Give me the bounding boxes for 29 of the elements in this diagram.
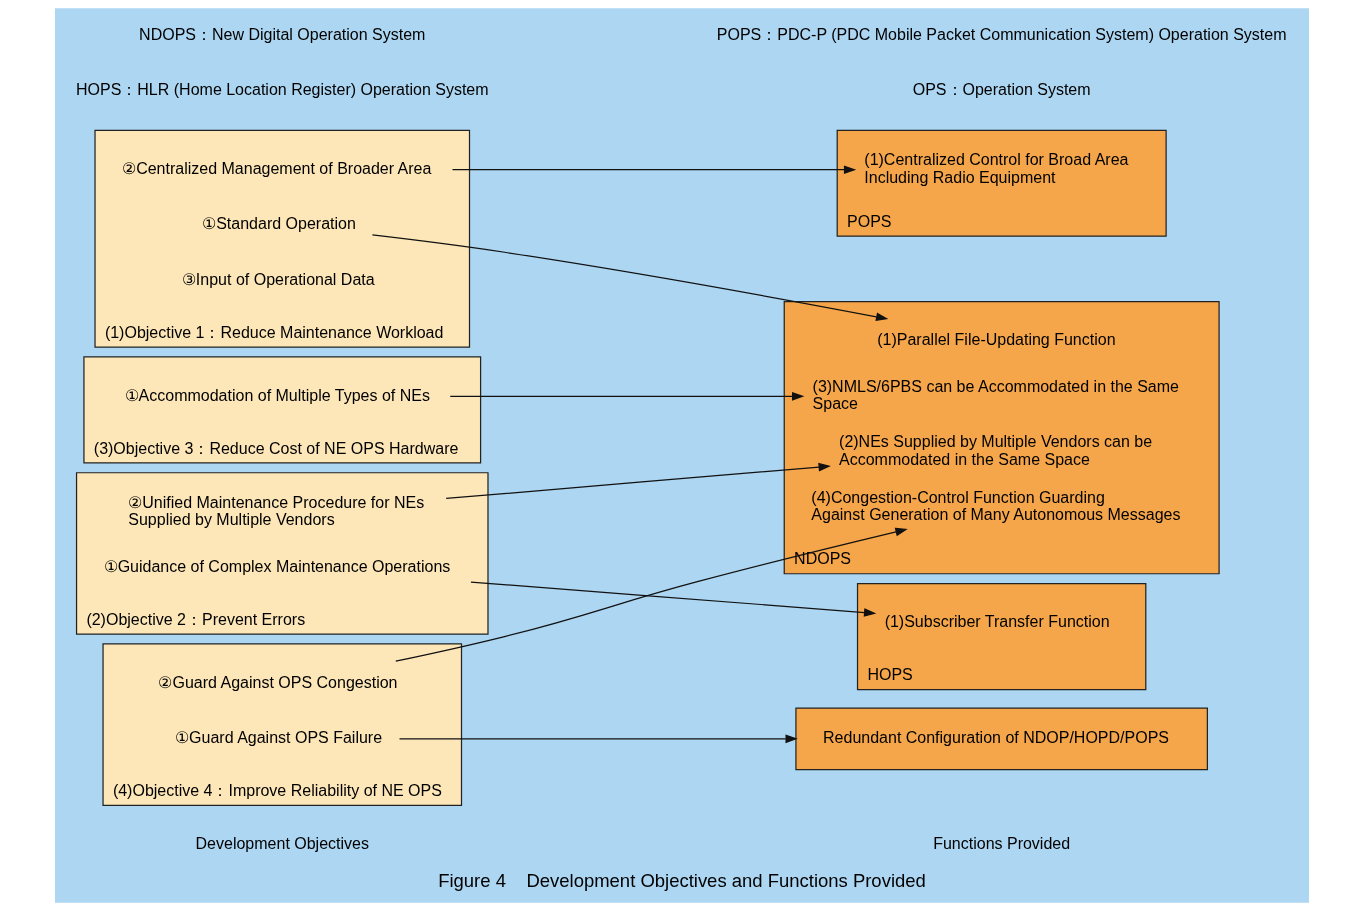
node-text: (2)NEs Supplied by Multiple Vendors can be Accommodated in the Same Space [838,433,1152,468]
label: Development Objectives [195,834,369,852]
node-text: (3)NMLS/6PBS can be Accommodated in the Same Space [812,377,1179,413]
arrow [371,234,888,321]
arrow [398,734,798,744]
arrow [394,527,908,662]
label: POPS：PDC-P (PDC Mobile Packet Communication System) Operation System [716,25,1286,43]
label: HOPS：HLR (Home Location Register) Operation System [75,81,489,99]
arrow [449,392,804,401]
node-text: (4)Congestion-Control Function Guarding Against Generation of Many Autonomous Messages [810,488,1180,524]
arrow [445,462,831,500]
node-text: (1)Subscriber Transfer Function [884,613,1110,631]
node-text: (1)Parallel File-Updating Function [876,331,1116,349]
node-text: (1)Centralized Control for Broad Area Including Radio Equipment [863,151,1128,186]
label: NDOPS：New Digital Operation System [138,25,425,43]
node-text: ①Guard Against OPS Failure [174,729,382,747]
caption: Figure 4 Development Objectives and Functions Provided [437,869,926,891]
node-text: ②Centralized Management of Broader Area [121,159,431,177]
label: OPS：Operation System [912,81,1091,99]
node-text: ③Input of Operational Data [181,270,375,288]
node-text: ②Unified Maintenance Procedure for NEs Supplied by Multiple Vendors [127,493,424,528]
node-text: ①Standard Operation [201,215,356,233]
arrow [451,165,856,175]
node-text: ①Accommodation of Multiple Types of NEs [124,386,430,404]
node-box: Redundant Configuration of NDOP/HOPD/POPS [794,707,1208,771]
arrow [469,581,876,617]
node-text: ①Guidance of Complex Maintenance Operations [103,557,450,575]
node-text: ②Guard Against OPS Congestion [157,673,397,691]
label: Functions Provided [932,834,1070,852]
